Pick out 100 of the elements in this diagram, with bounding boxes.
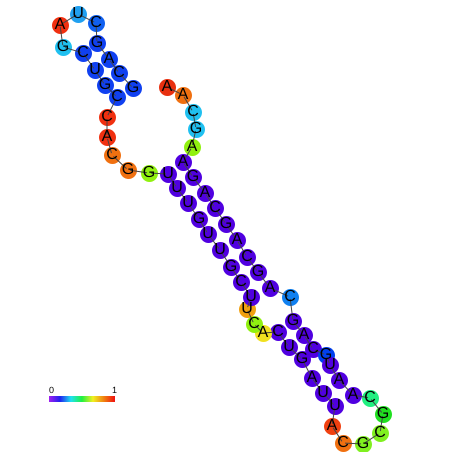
nucleotide-circle: A [196,184,214,202]
nucleotide-circle: C [108,88,126,106]
backbone-line [258,273,270,287]
backbone-line [194,178,204,192]
nucleotide-circle: A [304,370,320,386]
backbone-line [107,98,117,116]
backbone-line [184,96,192,111]
nucleotide-circle: C [184,104,202,120]
backbone-line [129,170,148,174]
nucleotide-circle: A [52,16,68,34]
nucleotide-circle: G [88,34,106,52]
backbone-line [184,163,192,176]
backbone-line [248,258,258,271]
nucleotide-circle: C [282,288,298,306]
backbone-line [168,175,176,187]
backbone-line [178,189,188,202]
nucleotide-circle: U [160,166,176,182]
nucleotide-circle: C [88,14,104,32]
backbone-line [192,130,196,146]
backbone-line [271,288,289,297]
backbone-line [232,268,240,281]
nucleotide-circle: A [324,418,340,434]
backbone-line [110,60,118,72]
nucleotide-circle: U [86,62,104,78]
backbone-line [98,44,108,58]
nucleotide-circle: U [200,226,216,242]
backbone-line [330,366,338,379]
backbone-line [247,310,254,323]
nucleotide-circle: A [100,50,118,68]
backbone-line [278,333,288,346]
nucleotide-circle: C [238,248,256,266]
nucleotide-circle: U [180,194,196,212]
nucleotide-circle: G [54,38,72,56]
backbone-line [364,434,379,444]
backbone-line [370,399,382,413]
backbone-line [314,349,325,355]
backbone-line [238,241,246,256]
backbone-line [216,209,226,223]
backbone-line [380,415,384,432]
nucleotide-circle: G [294,350,310,368]
nucleotide-circle: G [284,312,302,330]
nucleotide-circle: C [98,108,116,126]
nucleotide-circle: G [374,406,392,422]
nucleotide-circle: C [104,146,120,164]
backbone-line [96,24,98,42]
nucleotide-circle: G [184,168,202,186]
nucleotide-circle: G [222,258,240,276]
nucleotide-circle: G [188,120,204,138]
nucleotide-circle: A [228,232,246,248]
backbone-line [302,360,312,377]
nucleotide-circle: A [330,372,348,388]
nucleotide-circle: A [174,86,192,104]
nucleotide-circle: C [334,434,352,452]
nucleotide-circle: C [206,200,224,216]
backbone-line [242,283,250,296]
nucleotide-circle: U [212,242,228,258]
backbone-line [96,71,104,84]
nucleotide-circle: A [296,326,312,344]
backbone-line [294,322,304,334]
nucleotide-circle: A [262,280,278,296]
nucleotide-circle: C [74,44,92,62]
backbone-line [106,118,108,136]
nucleotide-circle: U [326,398,344,414]
backbone-line [79,14,95,23]
backbone-line [112,156,128,170]
nucleotide-circle: G [124,80,142,96]
nucleotide-circle: G [120,162,136,178]
scale-tick-label: 0 [49,386,54,395]
backbone-line [61,14,77,24]
backbone-line [324,394,334,406]
backbone-line [168,87,182,95]
nucleotide-circle: C [232,274,250,290]
scale-tick-label: 1 [112,386,118,395]
backbone-line [192,113,196,128]
nucleotide-circle: A [174,154,192,170]
backbone-line [340,380,352,394]
backbone-line [226,225,236,239]
nucleotide-circle: A [184,138,200,156]
nucleotide-circle: A [158,78,176,96]
nucleotide-circle: U [314,384,332,402]
nucleotide-circle: U [280,338,298,356]
nucleotide-circle: G [250,264,266,280]
backbone-line [60,26,64,46]
backbone-line [208,235,220,249]
backbone-line [64,47,82,53]
nucleotide-circle: C [362,390,378,406]
backbone-line [106,86,116,96]
backbone-line [107,138,112,154]
backbone-line [290,298,294,320]
backbone-line [184,148,192,161]
backbone-line [344,442,362,444]
backbone-line [84,54,94,69]
backbone-line [332,407,336,425]
backbone-line [354,394,369,398]
nucleotide-circle: U [168,180,186,196]
backbone-line [220,251,230,266]
nucleotide-circle: G [218,216,234,232]
backbone-line [150,172,166,174]
backbone-line [304,336,312,348]
backbone-line [188,204,198,218]
